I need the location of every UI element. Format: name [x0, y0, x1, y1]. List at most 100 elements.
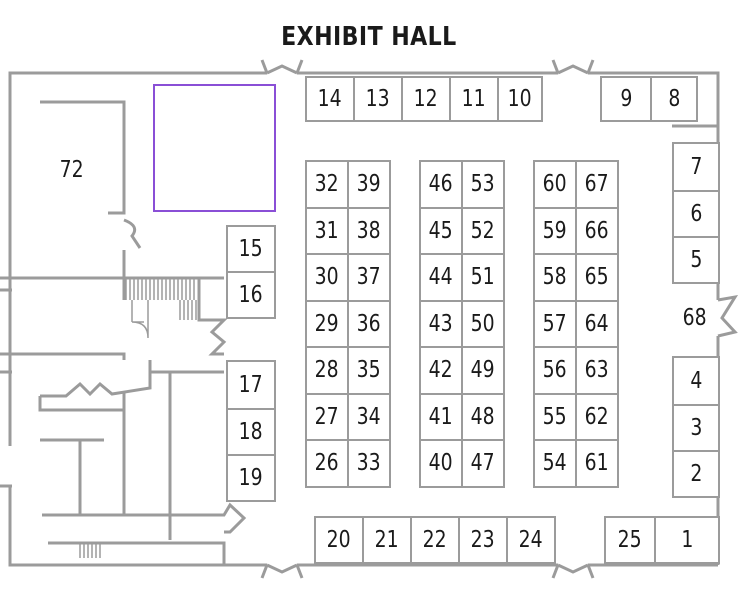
booth-50[interactable]: 50 — [461, 299, 505, 348]
outer-wall-bottom — [8, 486, 718, 567]
booth-label: 63 — [584, 357, 610, 384]
booth-66[interactable]: 66 — [575, 206, 619, 255]
booth-18[interactable]: 18 — [226, 408, 276, 456]
booth-label: 13 — [365, 86, 391, 112]
booth-29[interactable]: 29 — [305, 299, 349, 348]
booth-label: 43 — [428, 310, 454, 337]
stairs — [125, 278, 197, 320]
booth-label: 12 — [413, 86, 439, 112]
booth-7[interactable]: 7 — [672, 142, 720, 192]
highlighted-area[interactable] — [153, 84, 276, 212]
booth-55[interactable]: 55 — [533, 392, 577, 441]
booth-28[interactable]: 28 — [305, 346, 349, 395]
booth-label: 1 — [680, 527, 693, 553]
booth-51[interactable]: 51 — [461, 253, 505, 302]
door-top-2 — [551, 59, 595, 75]
booth-2[interactable]: 2 — [672, 450, 720, 498]
booth-63[interactable]: 63 — [575, 346, 619, 395]
booth-64[interactable]: 64 — [575, 299, 619, 348]
booth-11[interactable]: 11 — [449, 76, 499, 122]
booth-38[interactable]: 38 — [347, 206, 391, 255]
booth-12[interactable]: 12 — [401, 76, 451, 122]
booth-25[interactable]: 25 — [604, 516, 656, 564]
booth-1[interactable]: 1 — [654, 516, 720, 564]
booth-67[interactable]: 67 — [575, 160, 619, 209]
booth-59[interactable]: 59 — [533, 206, 577, 255]
booth-label: 27 — [314, 403, 340, 430]
booth-61[interactable]: 61 — [575, 439, 619, 488]
inner-wall — [38, 396, 124, 412]
booth-label: 60 — [542, 171, 568, 198]
booth-5[interactable]: 5 — [672, 236, 720, 284]
booth-42[interactable]: 42 — [419, 346, 463, 395]
inner-wall — [0, 352, 224, 374]
booth-44[interactable]: 44 — [419, 253, 463, 302]
booth-45[interactable]: 45 — [419, 206, 463, 255]
booth-47[interactable]: 47 — [461, 439, 505, 488]
booth-label: 7 — [689, 154, 702, 180]
booth-3[interactable]: 3 — [672, 404, 720, 452]
booth-27[interactable]: 27 — [305, 392, 349, 441]
booth-31[interactable]: 31 — [305, 206, 349, 255]
booth-48[interactable]: 48 — [461, 392, 505, 441]
booth-label: 9 — [619, 86, 632, 112]
booth-65[interactable]: 65 — [575, 253, 619, 302]
booth-label: 26 — [314, 450, 340, 477]
booth-40[interactable]: 40 — [419, 439, 463, 488]
booth-label: 10 — [507, 86, 533, 112]
booth-41[interactable]: 41 — [419, 392, 463, 441]
booth-24[interactable]: 24 — [506, 516, 556, 564]
booth-33[interactable]: 33 — [347, 439, 391, 488]
booth-8[interactable]: 8 — [650, 76, 698, 122]
booth-label: 42 — [428, 357, 454, 384]
booth-22[interactable]: 22 — [410, 516, 460, 564]
booth-46[interactable]: 46 — [419, 160, 463, 209]
booth-label: 16 — [238, 282, 264, 308]
exhibit-hall-title: EXHIBIT HALL — [281, 22, 457, 52]
booth-label: 24 — [518, 527, 544, 553]
booth-label: 58 — [542, 264, 568, 291]
booth-52[interactable]: 52 — [461, 206, 505, 255]
booth-label: 11 — [461, 86, 487, 112]
booth-19[interactable]: 19 — [226, 454, 276, 502]
booth-57[interactable]: 57 — [533, 299, 577, 348]
booth-label: 38 — [356, 217, 382, 244]
booth-30[interactable]: 30 — [305, 253, 349, 302]
booth-36[interactable]: 36 — [347, 299, 391, 348]
inner-wall — [40, 372, 172, 540]
booth-56[interactable]: 56 — [533, 346, 577, 395]
booth-23[interactable]: 23 — [458, 516, 508, 564]
booth-10[interactable]: 10 — [497, 76, 543, 122]
booth-16[interactable]: 16 — [226, 271, 276, 319]
inner-wall — [40, 360, 152, 398]
booth-14[interactable]: 14 — [305, 76, 355, 122]
booth-13[interactable]: 13 — [353, 76, 403, 122]
booth-53[interactable]: 53 — [461, 160, 505, 209]
booth-20[interactable]: 20 — [314, 516, 364, 564]
booth-26[interactable]: 26 — [305, 439, 349, 488]
booth-label: 29 — [314, 310, 340, 337]
booth-21[interactable]: 21 — [362, 516, 412, 564]
booth-60[interactable]: 60 — [533, 160, 577, 209]
booth-39[interactable]: 39 — [347, 160, 391, 209]
booth-68-label[interactable]: 68 — [682, 305, 708, 331]
booth-49[interactable]: 49 — [461, 346, 505, 395]
inner-wall — [0, 484, 247, 534]
booth-6[interactable]: 6 — [672, 190, 720, 238]
booth-15[interactable]: 15 — [226, 225, 276, 273]
booth-4[interactable]: 4 — [672, 356, 720, 406]
booth-43[interactable]: 43 — [419, 299, 463, 348]
booth-9[interactable]: 9 — [600, 76, 652, 122]
booth-37[interactable]: 37 — [347, 253, 391, 302]
booth-label: 56 — [542, 357, 568, 384]
door-swing — [131, 300, 149, 339]
booth-34[interactable]: 34 — [347, 392, 391, 441]
booth-label: 46 — [428, 171, 454, 198]
booth-58[interactable]: 58 — [533, 253, 577, 302]
booth-35[interactable]: 35 — [347, 346, 391, 395]
booth-17[interactable]: 17 — [226, 360, 276, 410]
booth-32[interactable]: 32 — [305, 160, 349, 209]
booth-62[interactable]: 62 — [575, 392, 619, 441]
booth-54[interactable]: 54 — [533, 439, 577, 488]
